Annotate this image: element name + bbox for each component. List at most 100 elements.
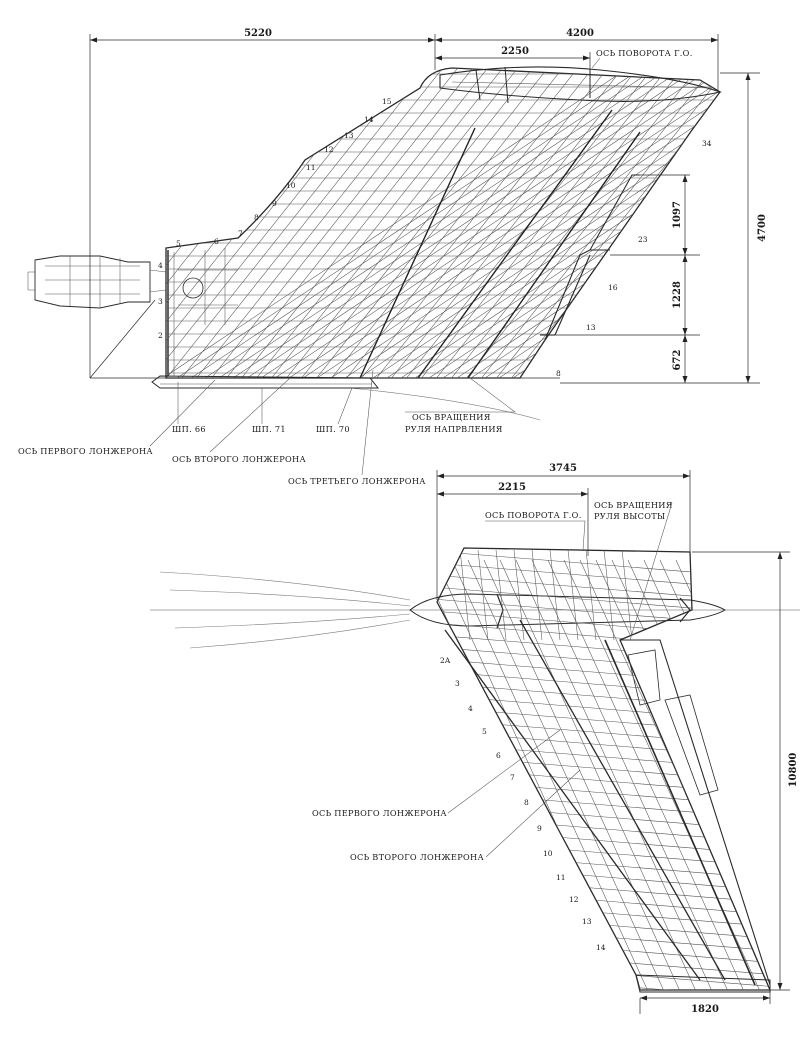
stab-dim-10800: 10800 [788,753,799,788]
grid-line [593,68,720,378]
fin-label-rudder-axis-1: ОСЬ ВРАЩЕНИЯ [412,412,491,422]
stab-label-elevator-axis-2: РУЛЯ ВЫСОТЫ [594,511,665,521]
fin-rib-number: 7 [238,229,243,238]
grid-line [437,969,770,990]
grid-line [269,68,541,378]
grid-line [437,897,770,929]
grid-line [453,68,720,378]
fin-rudder-numbers: 34 23 16 13 8 [556,139,712,378]
stab-rib-number: 10 [543,849,553,858]
grid-line [437,549,770,581]
fin-dim-2250: 2250 [501,46,529,57]
grid-line [0,40,165,380]
grid-line [179,68,451,378]
grid-line [166,68,271,378]
fin-root-fairing [151,375,380,389]
grid-line [0,40,60,380]
grid-line [437,597,770,629]
fin-rib-number: 13 [344,131,354,140]
grid-line [467,559,669,990]
grid-line [437,801,770,833]
grid-line [524,68,720,378]
fin-rib-number: 9 [272,199,277,208]
grid-line [166,68,391,378]
grid-line [459,549,471,641]
grid-line [166,68,256,378]
grid-line [644,68,720,378]
grid-line [674,68,720,378]
grid-line [327,68,720,378]
fin-rib-number: 15 [382,97,392,106]
grid-line [187,68,720,378]
grid-line [464,68,720,378]
grid-line [565,68,720,378]
grid-line [539,68,720,378]
fin-dimension-arrows [90,37,751,383]
fin-dim-5220: 5220 [244,28,272,39]
grid-line [579,559,770,990]
grid-line [166,68,346,378]
fin-rib-number: 2 [158,331,163,340]
grid-line [0,40,90,380]
grid-line [313,68,720,378]
grid-line [437,681,770,713]
fuselage-contour [349,387,541,421]
grid-line [629,68,720,378]
grid-line [437,559,637,990]
fin-label-frame-71: ШП. 71 [252,424,286,434]
grid-line [659,559,770,990]
grid-line [284,68,556,378]
grid-line [344,68,616,378]
fin-rib-number: 5 [176,239,181,248]
stab-dimension-arrows [437,473,783,1001]
fin-label-spar-2: ОСЬ ВТОРОГО ЛОНЖЕРОНА [172,454,306,464]
grid-line [299,68,720,378]
grid-line [209,68,481,378]
rudder-number: 16 [608,283,618,292]
fin-rudder-hinge [467,131,641,379]
rudder-number: 8 [556,369,561,378]
grid-line [437,789,770,821]
rudder-panels [540,174,640,341]
fin-label-frame-66: ШП. 66 [172,424,206,434]
fin-spar-3 [417,109,613,379]
grid-line [0,40,120,380]
grid-line [549,549,561,641]
grid-line [595,559,770,990]
grid-line [621,549,633,641]
grid-line [483,559,685,990]
fin-rib-number: 14 [364,115,374,124]
grid-line [437,633,770,665]
grid-line [0,40,150,380]
grid-line [649,68,720,378]
grid-line [603,549,615,641]
grid-line [299,68,571,378]
grid-line [166,68,436,378]
grid-line [166,68,421,378]
grid-line [389,68,661,378]
grid-line [254,68,526,378]
grid-line [621,68,720,378]
grid-line [224,68,496,378]
stab-rib-number: 11 [556,873,566,882]
fin-rib-number: 3 [158,297,163,306]
grid-line [215,68,720,378]
grid-line [166,68,331,378]
stab-spar-3 [604,639,756,986]
stab-pod [409,593,726,627]
grid-line [271,68,720,378]
grid-line [643,559,770,990]
grid-line [173,68,715,378]
grid-line [735,40,800,380]
grid-line [437,885,770,917]
grid-line [329,68,601,378]
stab-label-elevator-axis-1: ОСЬ ВРАЩЕНИЯ [594,500,673,510]
grid-line [705,68,720,378]
grid-line [563,559,765,990]
grid-line [691,68,720,378]
rudder-number: 13 [586,323,596,332]
grid-line [314,68,586,378]
stab-rib-numbers: 2А 3 4 5 6 7 8 9 10 11 12 13 14 [440,656,606,952]
